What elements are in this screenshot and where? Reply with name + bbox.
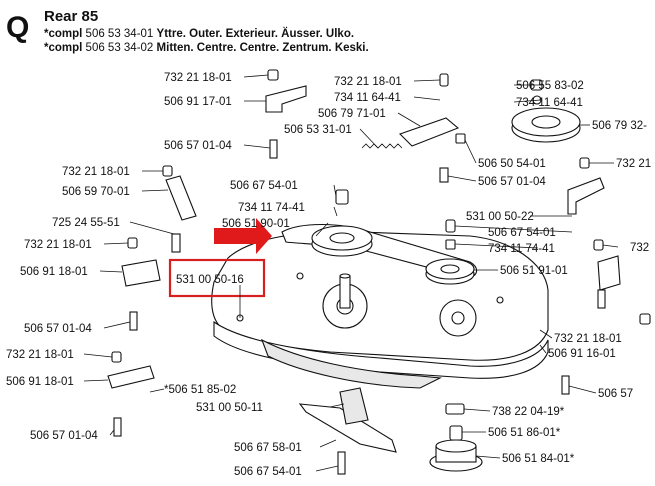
bracket-left [162,165,197,253]
part-label: 506 67 58-01 [234,442,302,454]
spindle-housing [429,403,483,472]
part-label: 506 59 70-01 [62,186,130,198]
bracket-right-lower [593,239,621,309]
highlight-box [168,258,266,298]
tension-arm [361,73,466,183]
part-label: 506 57 [598,388,633,400]
bracket-lower-left [107,351,155,437]
highlight-arrow [214,218,272,254]
page-title: Rear 85 [44,8,98,25]
section-letter: Q [6,11,29,44]
part-label: 734 11 64-41 [516,97,583,109]
part-label: 531 00 50-16 [176,274,244,286]
part-label: 732 21 18-01 [554,333,622,345]
part-label: 531 00 50-11 [196,402,263,414]
part-label: *506 51 85-02 [164,384,236,396]
leader-lines [83,74,619,472]
part-label: 734 11 74-41 [488,243,555,255]
part-label: 732 21 18-01 [164,72,232,84]
part-label: 506 51 91-01 [500,265,568,277]
bracket-mid-left [121,237,161,331]
pulley-left [311,189,373,257]
part-label: 506 91 18-01 [6,376,74,388]
part-label: 732 21 18-01 [62,166,130,178]
part-label: 506 55 83-02 [516,80,584,92]
part-label: 506 67 54-01 [234,466,302,478]
part-label: 506 57 01-04 [164,140,232,152]
part-label: 506 51 86-01* [488,427,561,439]
header-line-1: *compl 506 53 34-01 Yttre. Outer. Exteri… [44,27,354,40]
part-label: 506 57 01-04 [478,176,546,188]
screw-right [561,375,570,395]
bracket-top-left [265,69,307,159]
part-label: 725 24 55-51 [52,217,120,229]
part-label: 738 22 04-19* [492,406,565,418]
pulley-right [425,219,475,285]
part-label: 506 67 54-01 [230,180,298,192]
part-label: 506 79 32- [592,120,647,132]
part-label: 732 21 [616,158,651,170]
part-label: 506 53 31-01 [284,124,352,136]
part-label: 506 51 90-01 [222,218,290,230]
blade [298,387,397,475]
part-label: 732 21 18-01 [334,76,402,88]
part-label: 531 00 50-22 [466,211,534,223]
idler-pulley-top [511,79,581,143]
part-label: 506 67 54-01 [488,227,556,239]
part-label: 506 91 16-01 [548,348,616,360]
part-label: 732 21 18-01 [6,349,74,361]
part-label: 732 [630,242,649,254]
part-label: 506 57 01-04 [24,323,92,335]
header-line-2: *compl 506 53 34-02 Mitten. Centre. Cent… [44,42,369,54]
part-label: 734 11 74-41 [238,202,305,214]
nut-right [639,313,651,325]
part-label: 506 91 17-01 [164,96,232,108]
part-label: 506 51 84-01* [502,453,575,465]
part-label: 506 79 71-01 [318,108,386,120]
part-label: 734 11 64-41 [334,92,401,104]
part-label: 732 21 18-01 [24,239,92,251]
part-label: 506 91 18-01 [20,266,88,278]
part-label: 506 57 01-04 [30,430,98,442]
bracket-right-upper [567,157,605,215]
part-label: 506 50 54-01 [478,158,546,170]
spindle-shaft [339,273,351,309]
part-labels: 732 21 18-01 506 91 17-01 506 57 01-04 7… [6,72,651,478]
